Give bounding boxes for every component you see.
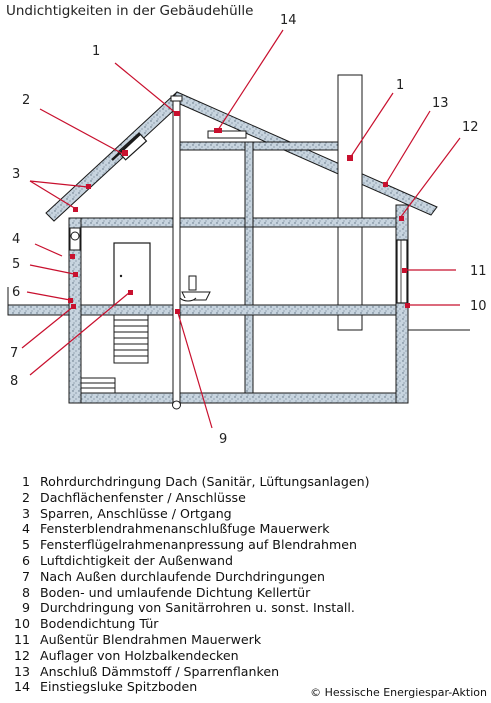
callout-12: 12 xyxy=(462,120,479,135)
attic-ceiling-beam xyxy=(177,141,339,151)
marker-9 xyxy=(175,309,180,314)
marker-2 xyxy=(122,150,128,156)
callout-8: 8 xyxy=(10,374,18,389)
marker-12 xyxy=(399,216,404,221)
leader-6 xyxy=(26,291,71,301)
leader-8 xyxy=(29,291,131,376)
left-window-circle xyxy=(70,231,80,241)
marker-14 xyxy=(214,128,222,133)
marker-11 xyxy=(402,268,407,273)
callout-7: 7 xyxy=(10,346,18,361)
marker-4 xyxy=(70,254,75,259)
leader-5 xyxy=(29,264,75,275)
house-cross-section-diagram: 14 1 2 1 13 12 3 4 5 6 11 10 7 8 9 xyxy=(7,13,487,447)
callout-6: 6 xyxy=(12,285,20,300)
marker-6 xyxy=(68,298,73,303)
leader-13 xyxy=(384,110,431,186)
callout-leaders xyxy=(21,29,461,429)
marker-3a xyxy=(86,184,91,189)
leader-14 xyxy=(217,29,284,131)
leader-1-left xyxy=(114,62,178,115)
callout-11: 11 xyxy=(470,264,487,279)
leader-4 xyxy=(34,243,63,257)
leader-2 xyxy=(39,108,126,156)
leader-3b xyxy=(29,180,77,210)
interior-door xyxy=(113,242,151,306)
diagram-title: Undichtigkeiten in der Gebäudehülle xyxy=(6,3,254,19)
roof-right-slope xyxy=(170,91,438,216)
marker-8 xyxy=(128,290,133,295)
leader-1-right xyxy=(349,92,394,159)
callout-9: 9 xyxy=(219,432,227,447)
callout-2: 2 xyxy=(22,93,30,108)
callout-1-right: 1 xyxy=(396,78,404,93)
marker-3b xyxy=(73,207,78,212)
callout-14: 14 xyxy=(280,13,297,28)
marker-10 xyxy=(405,303,410,308)
interior-wall-upper xyxy=(244,226,254,306)
leak-markers xyxy=(68,111,410,314)
callout-5: 5 xyxy=(12,257,20,272)
ground-floor-slab xyxy=(7,304,409,316)
callout-13: 13 xyxy=(432,96,449,111)
upper-floor-slab xyxy=(68,217,409,228)
copyright-note: © Hessische Energiespar-Aktion xyxy=(310,686,487,699)
leader-3a xyxy=(29,180,89,188)
leader-7 xyxy=(21,305,75,349)
marker-1-right xyxy=(347,155,353,161)
interior-wall-basement xyxy=(244,314,254,394)
marker-1-left xyxy=(174,111,180,116)
door-knob xyxy=(119,274,123,278)
leader-12 xyxy=(399,137,461,219)
callout-4: 4 xyxy=(12,232,20,247)
basement-floor-slab xyxy=(68,392,409,404)
service-pipe xyxy=(172,99,181,403)
callout-10: 10 xyxy=(470,299,487,314)
marker-5 xyxy=(73,272,78,277)
marker-7 xyxy=(71,304,76,309)
interior-wall-attic xyxy=(244,141,254,228)
callout-numbers: 14 1 2 1 13 12 3 4 5 6 11 10 7 8 9 xyxy=(10,13,487,447)
callout-1-left: 1 xyxy=(92,44,100,59)
leader-9 xyxy=(177,312,213,429)
pipe-roof-cap xyxy=(170,95,183,102)
basement-stairs xyxy=(80,314,149,394)
marker-13 xyxy=(383,182,388,187)
chimney xyxy=(337,74,363,331)
roof-window-bar xyxy=(111,133,141,161)
toilet-fixture xyxy=(179,275,211,302)
callout-3: 3 xyxy=(12,167,20,182)
pipe-end xyxy=(172,400,181,410)
attic-hatch xyxy=(207,130,247,139)
